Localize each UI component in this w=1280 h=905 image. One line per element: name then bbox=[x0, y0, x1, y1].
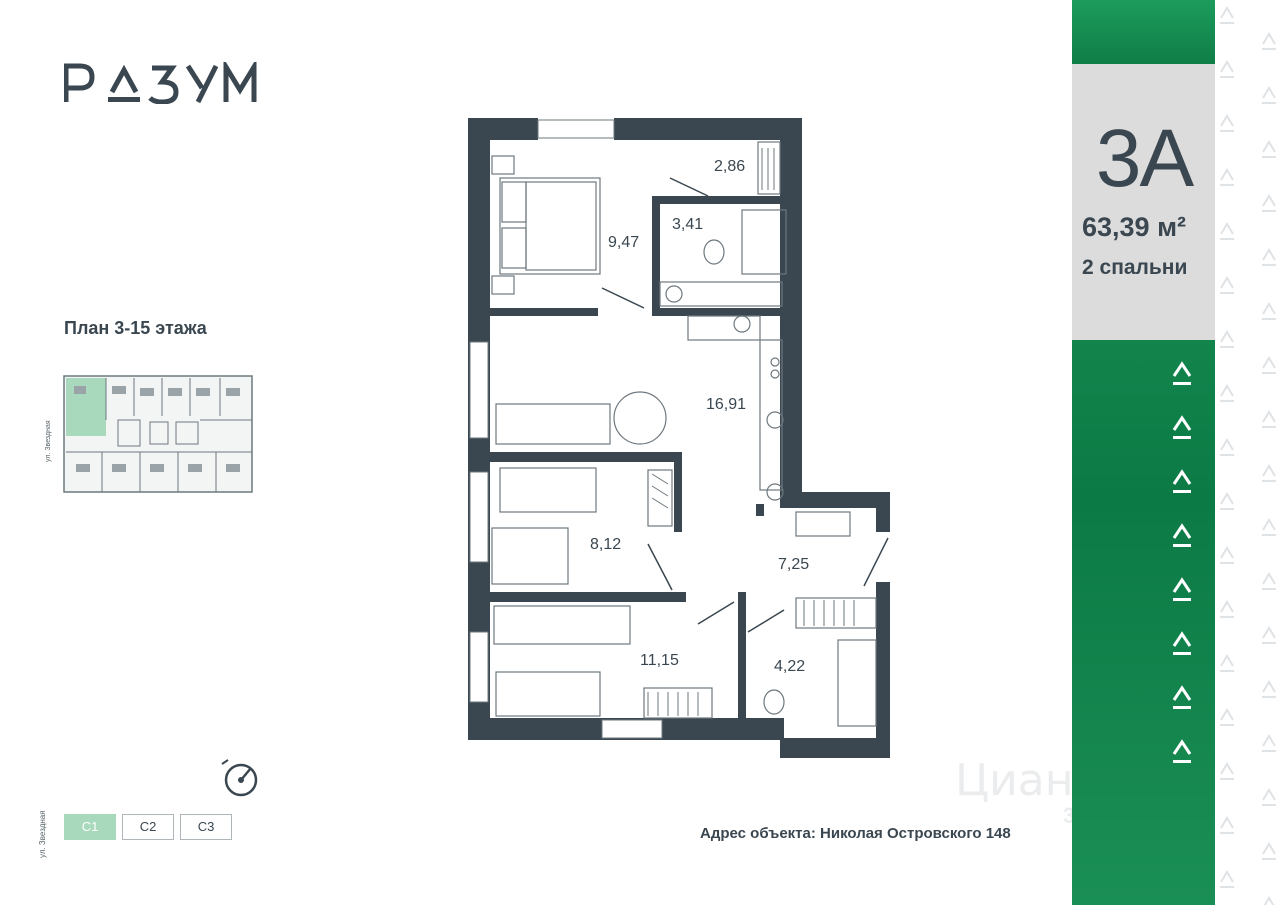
chevron-up-icon bbox=[1172, 415, 1192, 439]
street-label: ул. Звездная bbox=[38, 810, 47, 858]
panel-top-band bbox=[1072, 0, 1215, 64]
chevron-up-icon bbox=[1172, 685, 1192, 709]
apartment-bedrooms: 2 спальни bbox=[1082, 256, 1188, 279]
chevron-up-icon bbox=[1172, 469, 1192, 493]
room-area-label: 8,12 bbox=[590, 536, 622, 553]
compass-icon bbox=[221, 759, 258, 797]
room-area-label: 4,22 bbox=[774, 658, 806, 675]
apartment-floor-plan: 2,86 3,41 9,47 16,91 8,12 7,25 11,15 4,2… bbox=[462, 112, 902, 766]
chevron-up-icon bbox=[1172, 739, 1192, 763]
decorative-pattern-strip bbox=[1215, 0, 1280, 905]
room-area-label: 9,47 bbox=[608, 234, 640, 251]
object-address: Адрес объекта: Николая Островского 148 bbox=[700, 825, 1011, 842]
section-selector: C1 C2 C3 bbox=[64, 814, 232, 840]
section-c2-button[interactable]: C2 bbox=[122, 814, 174, 840]
section-c3-button[interactable]: C3 bbox=[180, 814, 232, 840]
apartment-type: 3А bbox=[1095, 113, 1194, 204]
building-keyplan[interactable]: ул. Звездная bbox=[40, 370, 260, 496]
apartment-area: 63,39 м² bbox=[1082, 212, 1187, 242]
room-area-label: 7,25 bbox=[778, 556, 810, 573]
floor-plan-title: План 3-15 этажа bbox=[64, 318, 207, 338]
keyplan-street-label: ул. Звездная bbox=[45, 420, 52, 462]
room-area-label: 11,15 bbox=[640, 652, 679, 669]
chevron-up-icon bbox=[1172, 361, 1192, 385]
section-c1-button[interactable]: C1 bbox=[64, 814, 116, 840]
watermark-logo: Циан bbox=[955, 755, 1074, 806]
room-area-label: 3,41 bbox=[672, 216, 704, 233]
room-area-label: 16,91 bbox=[706, 396, 747, 413]
floor-plan-drawing bbox=[468, 118, 890, 758]
chevron-up-icon bbox=[1172, 577, 1192, 601]
chevron-up-icon bbox=[1172, 523, 1192, 547]
brand-logo bbox=[64, 62, 257, 104]
room-area-label: 2,86 bbox=[714, 158, 746, 175]
apartment-info-box bbox=[1072, 64, 1215, 340]
apartment-info-panel: 3А 63,39 м² 2 спальни bbox=[1072, 0, 1215, 905]
chevron-up-icon bbox=[1172, 631, 1192, 655]
